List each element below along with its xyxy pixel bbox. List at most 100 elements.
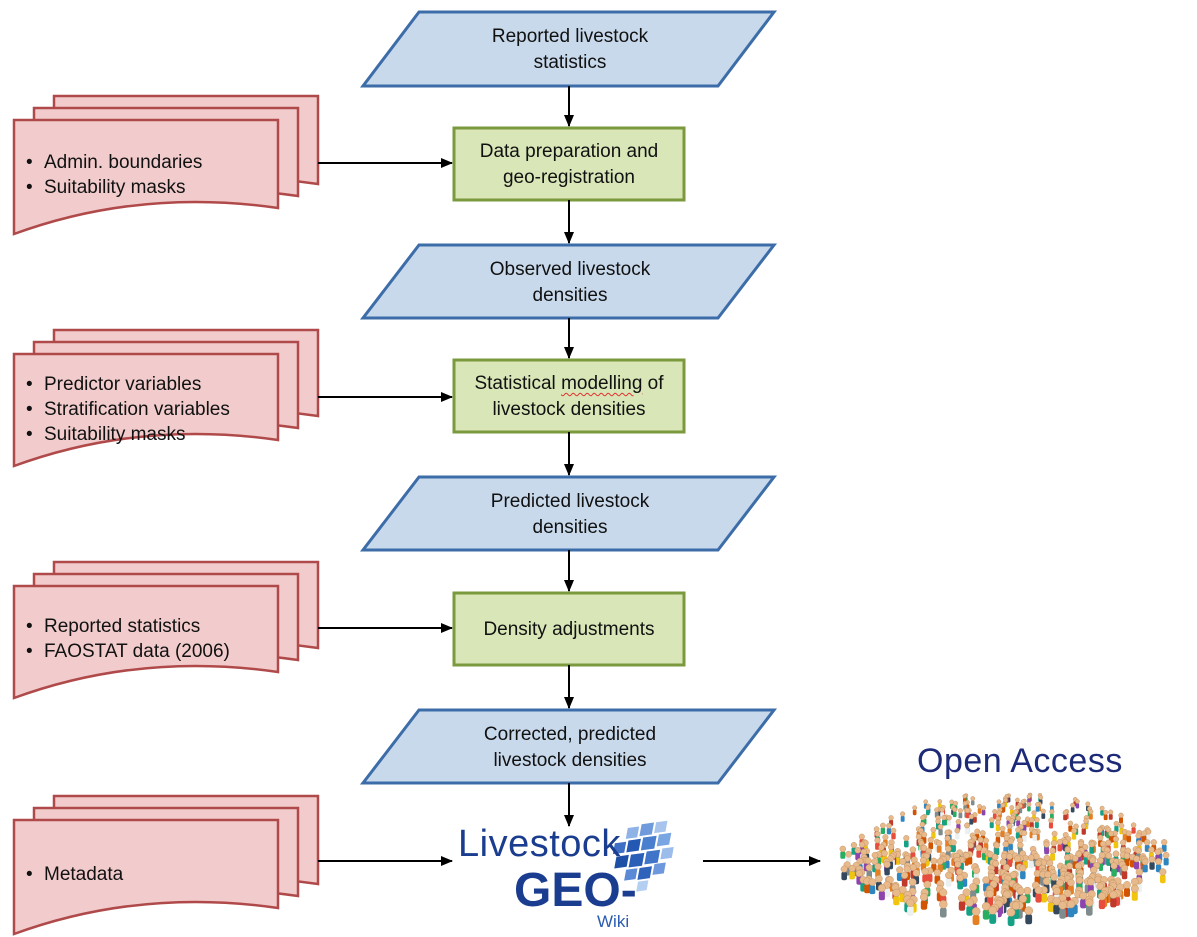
- crowd-figure-body: [1124, 887, 1130, 897]
- crowd-figure-body: [1103, 814, 1108, 821]
- crowd-figure-body: [1053, 904, 1060, 915]
- modelling-word-misspelled: modelling: [561, 373, 643, 394]
- logo-geo-text: GEO-: [514, 864, 637, 917]
- crowd-figure-head: [936, 840, 943, 847]
- crowd-figure-head: [945, 845, 952, 852]
- crowd-figure-body: [945, 878, 952, 887]
- crowd-figure-head: [855, 869, 863, 877]
- observed-densities-label: Observed livestock densities: [489, 259, 651, 306]
- crowd-figure-head: [1118, 822, 1125, 829]
- crowd-figure-head: [962, 800, 968, 806]
- data-shape-predicted-densities: [359, 475, 778, 552]
- crowd-figure-head: [1079, 891, 1088, 900]
- crowd-figure-head: [982, 837, 989, 844]
- statistical-modelling-label: Statistical modelling of livestock densi…: [454, 371, 684, 423]
- crowd-figure-head: [934, 807, 940, 813]
- crowd-figure-head: [1103, 809, 1109, 815]
- crowd-figure-head: [920, 844, 928, 852]
- input-item: Predictor variables: [24, 372, 230, 397]
- crowd-figure-body: [884, 888, 890, 897]
- crowd-figure-body: [982, 909, 990, 920]
- crowd-figure-head: [989, 817, 995, 823]
- crowd-figure-head: [955, 819, 962, 825]
- crowd-figure-head: [904, 855, 911, 862]
- crowd-figure-body: [1035, 806, 1040, 812]
- crowd-figure-head: [887, 843, 895, 851]
- crowd-figure-head: [1051, 830, 1058, 837]
- crowd-figure-head: [1023, 886, 1032, 895]
- inputs-list-3: Reported statistics FAOSTAT data (2006): [24, 614, 230, 664]
- crowd-figure-head: [890, 827, 897, 834]
- crowd-figure-body: [1081, 828, 1086, 835]
- crowd-figure-body: [977, 808, 982, 814]
- crowd-figure-head: [1162, 851, 1170, 859]
- crowd-figure-head: [1144, 839, 1151, 846]
- crowd-figure-body: [971, 800, 975, 806]
- crowd-figure-head: [908, 878, 917, 886]
- crowd-figure-body: [904, 840, 909, 848]
- crowd-figure-body: [1007, 915, 1015, 927]
- crowd-figure-head: [995, 819, 1001, 826]
- crowd-figure-head: [979, 830, 986, 836]
- crowd-figure-body: [1027, 806, 1031, 812]
- crowd-figure-body: [1022, 835, 1027, 842]
- crowd-figure-head: [1029, 817, 1035, 823]
- crowd-figure-head: [1038, 795, 1044, 800]
- crowd-figure-head: [1064, 846, 1072, 853]
- crowd-figure-head: [1110, 862, 1118, 870]
- crowd-figure-head: [850, 841, 858, 849]
- crowd-figure-body: [1027, 798, 1031, 804]
- crowd-figure-body: [920, 900, 928, 910]
- crowd-figure-head: [868, 878, 877, 887]
- crowd-figure-head: [939, 900, 948, 909]
- crowd-figure-head: [986, 889, 995, 898]
- crowd-figure-head: [930, 827, 937, 833]
- crowd-figure-head: [1048, 817, 1054, 823]
- crowd-figure-body: [995, 824, 1000, 831]
- crowd-figure-head: [1080, 823, 1087, 829]
- crowd-figure-body: [1126, 835, 1131, 843]
- crowd-figure-body: [1028, 860, 1034, 869]
- crowd-figure-head: [1009, 871, 1017, 879]
- crowd-figure-head: [854, 847, 861, 854]
- crowd-figure-body: [1108, 814, 1113, 820]
- data-shape-reported-statistics: [359, 10, 778, 88]
- crowd-figure-head: [1125, 830, 1132, 837]
- crowd-figure-head: [1108, 809, 1114, 815]
- crowd-figure-head: [1096, 827, 1103, 833]
- crowd-figure-head: [1066, 899, 1076, 909]
- crowd-figure-body: [981, 809, 986, 816]
- data-preparation-label: Data preparation and geo-registration: [479, 141, 659, 188]
- crowd-figure-body: [891, 832, 896, 840]
- modelling-word-rest: of livestock densities: [492, 373, 664, 420]
- crowd-figure-head: [1027, 854, 1035, 862]
- crowd-figure-head: [1154, 848, 1162, 856]
- crowd-figure-head: [1009, 818, 1015, 824]
- crowd-figure-head: [1150, 839, 1157, 846]
- crowd-figure-head: [925, 805, 931, 811]
- crowd-figure-body: [1163, 857, 1169, 866]
- crowd-figure-body: [901, 878, 908, 887]
- crowd-figure-body: [947, 819, 952, 826]
- input-item: FAOSTAT data (2006): [24, 639, 230, 664]
- input-item: Metadata: [24, 862, 123, 887]
- crowd-figure-head: [939, 888, 948, 897]
- crowd-figure-head: [941, 814, 947, 821]
- crowd-figure-head: [1058, 901, 1067, 910]
- crowd-figure-head: [944, 829, 951, 836]
- crowd-figure-body: [1035, 893, 1042, 903]
- crowd-figure-head: [896, 866, 904, 874]
- crowd-figure-head: [1052, 897, 1061, 906]
- crowd-figure-body: [1142, 864, 1148, 873]
- crowd-figure-head: [875, 875, 883, 883]
- crowd-figure-body: [1146, 833, 1151, 841]
- crowd-figure-head: [1062, 810, 1068, 816]
- crowd-figure-head: [1034, 859, 1042, 867]
- crowd-figure-head: [871, 851, 879, 859]
- crowd-figure-head: [1003, 797, 1008, 803]
- predicted-densities-label: Predicted livestock densities: [490, 491, 650, 538]
- crowd-figure-head: [995, 831, 1001, 838]
- crowd-figure-body: [951, 844, 956, 852]
- crowd-figure-body: [1149, 861, 1155, 870]
- crowd-figure-head: [950, 839, 957, 846]
